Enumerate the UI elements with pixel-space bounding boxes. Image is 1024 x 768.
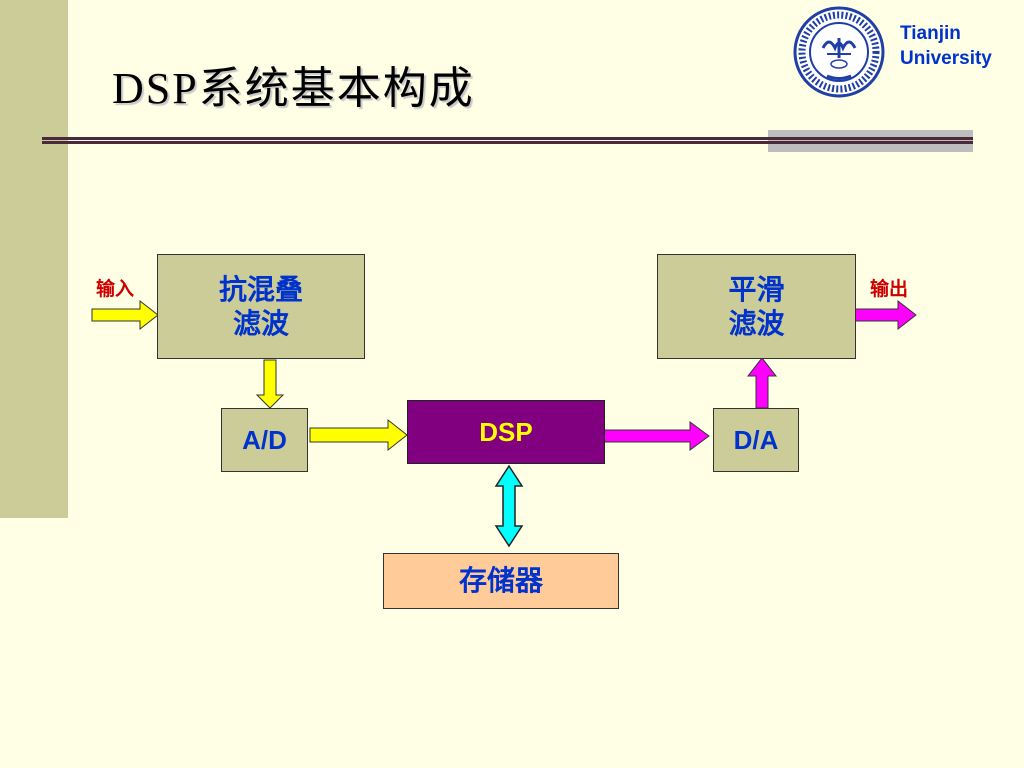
antialias-filter-line2: 滤波 [232,306,289,340]
adc-box: A/D [221,408,308,472]
dac-to-filter-arrow [746,357,778,409]
output-label: 输出 [870,278,909,300]
dsp-box: DSP [407,400,605,464]
slide-title: DSP系统基本构成 [112,64,475,113]
university-name-line2: University [900,48,992,69]
input-label: 输入 [96,278,135,300]
dac-label: D/A [733,425,779,455]
dac-box: D/A [713,408,799,472]
adc-label: A/D [242,425,287,455]
dsp-label: DSP [479,417,533,447]
input-arrow [91,299,159,331]
memory-label: 存储器 [458,564,543,597]
university-name: Tianjin University [900,21,992,71]
university-name-line1: Tianjin [900,23,961,44]
dsp-to-dac-arrow [601,421,710,451]
smoothing-filter-line1: 平滑 [728,272,785,306]
output-arrow [850,299,917,331]
tianjin-university-seal-icon [793,6,885,98]
left-accent-bar [0,0,68,518]
antialias-filter-box: 抗混叠 滤波 [157,254,365,359]
title-rule-bottom [42,141,973,144]
memory-box: 存储器 [383,553,619,609]
smoothing-filter-line2: 滤波 [728,306,785,340]
dsp-memory-arrow [494,464,524,548]
adc-to-dsp-arrow [309,418,408,452]
antialias-filter-line1: 抗混叠 [218,272,303,306]
filter-to-adc-arrow [255,359,285,409]
smoothing-filter-box: 平滑 滤波 [657,254,856,359]
title-rule-top [42,137,973,140]
